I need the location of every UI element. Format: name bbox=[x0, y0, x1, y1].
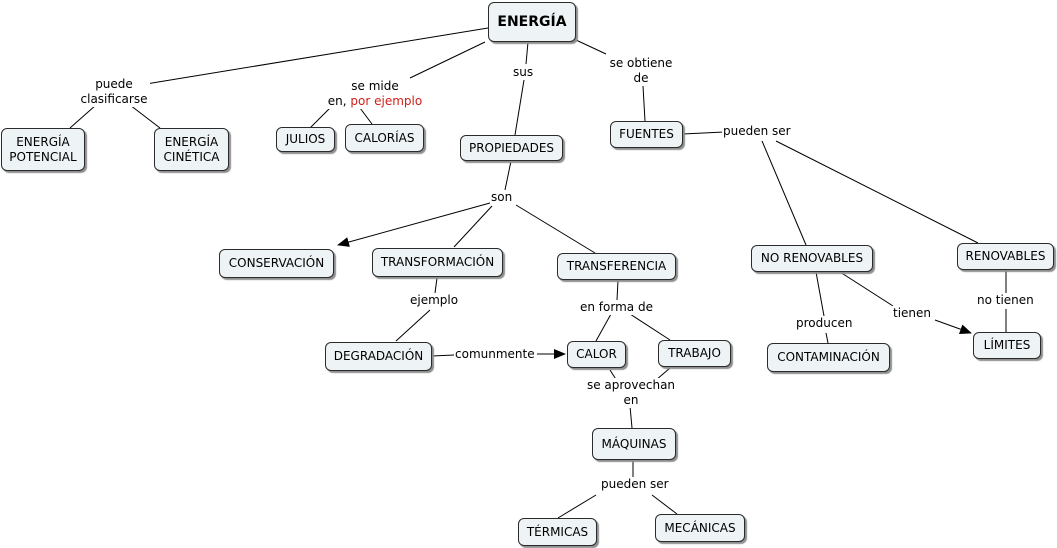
concept-renovables[interactable]: RENOVABLES bbox=[957, 243, 1054, 270]
link-pueden-ser-fuentes: pueden ser bbox=[722, 124, 792, 139]
link-ejemplo: ejemplo bbox=[409, 293, 460, 308]
concept-energia-cinetica-line2: CINÉTICA bbox=[163, 149, 220, 164]
link-se-mide: se mide en, por ejemplo bbox=[324, 79, 426, 109]
concept-energia[interactable]: ENERGÍA bbox=[488, 2, 576, 42]
concept-conservacion[interactable]: CONSERVACIÓN bbox=[219, 249, 334, 278]
concept-julios[interactable]: JULIOS bbox=[276, 127, 335, 152]
link-comunmente: comunmente bbox=[454, 347, 536, 362]
link-tienen: tienen bbox=[892, 306, 933, 321]
link-se-obtiene-line2: de bbox=[633, 71, 649, 85]
concept-trabajo[interactable]: TRABAJO bbox=[658, 340, 731, 367]
link-puede-clasificarse-line2: clasificarse bbox=[80, 92, 148, 106]
concept-fuentes[interactable]: FUENTES bbox=[610, 121, 683, 148]
concept-mecanicas[interactable]: MECÁNICAS bbox=[655, 514, 745, 542]
link-no-tienen: no tienen bbox=[976, 293, 1035, 308]
link-se-aprovechan-line2: en bbox=[623, 393, 639, 407]
concept-energia-cinetica-line1: ENERGÍA bbox=[164, 134, 219, 149]
concept-transformacion[interactable]: TRANSFORMACIÓN bbox=[372, 248, 503, 277]
link-se-mide-en: en, bbox=[327, 94, 347, 108]
link-en-forma-de: en forma de bbox=[579, 300, 654, 315]
concept-termicas[interactable]: TÉRMICAS bbox=[518, 518, 597, 546]
concept-no-renovables[interactable]: NO RENOVABLES bbox=[751, 245, 873, 272]
link-se-mide-line1: se mide bbox=[351, 79, 399, 93]
link-son: son bbox=[490, 190, 514, 205]
concept-calor[interactable]: CALOR bbox=[567, 341, 626, 368]
link-se-obtiene-line1: se obtiene bbox=[609, 56, 673, 70]
concept-propiedades[interactable]: PROPIEDADES bbox=[460, 135, 563, 161]
concept-maquinas[interactable]: MÁQUINAS bbox=[592, 428, 676, 460]
concept-contaminacion[interactable]: CONTAMINACIÓN bbox=[767, 343, 890, 372]
concept-energia-potencial-line2: POTENCIAL bbox=[9, 149, 77, 164]
link-sus: sus bbox=[512, 65, 535, 80]
link-puede-clasificarse-line1: puede bbox=[95, 77, 133, 91]
link-pueden-ser-maquinas: pueden ser bbox=[600, 477, 670, 492]
concept-transferencia[interactable]: TRANSFERENCIA bbox=[557, 253, 676, 280]
link-se-mide-ejemplo: por ejemplo bbox=[350, 94, 423, 108]
link-se-aprovechan-line1: se aprovechan bbox=[586, 378, 676, 392]
concept-limites[interactable]: LÍMITES bbox=[973, 332, 1041, 359]
concept-degradacion[interactable]: DEGRADACIÓN bbox=[325, 342, 432, 371]
concept-calorias[interactable]: CALORÍAS bbox=[345, 124, 424, 152]
link-producen: producen bbox=[795, 316, 854, 331]
concept-energia-potencial-line1: ENERGÍA bbox=[16, 134, 70, 149]
